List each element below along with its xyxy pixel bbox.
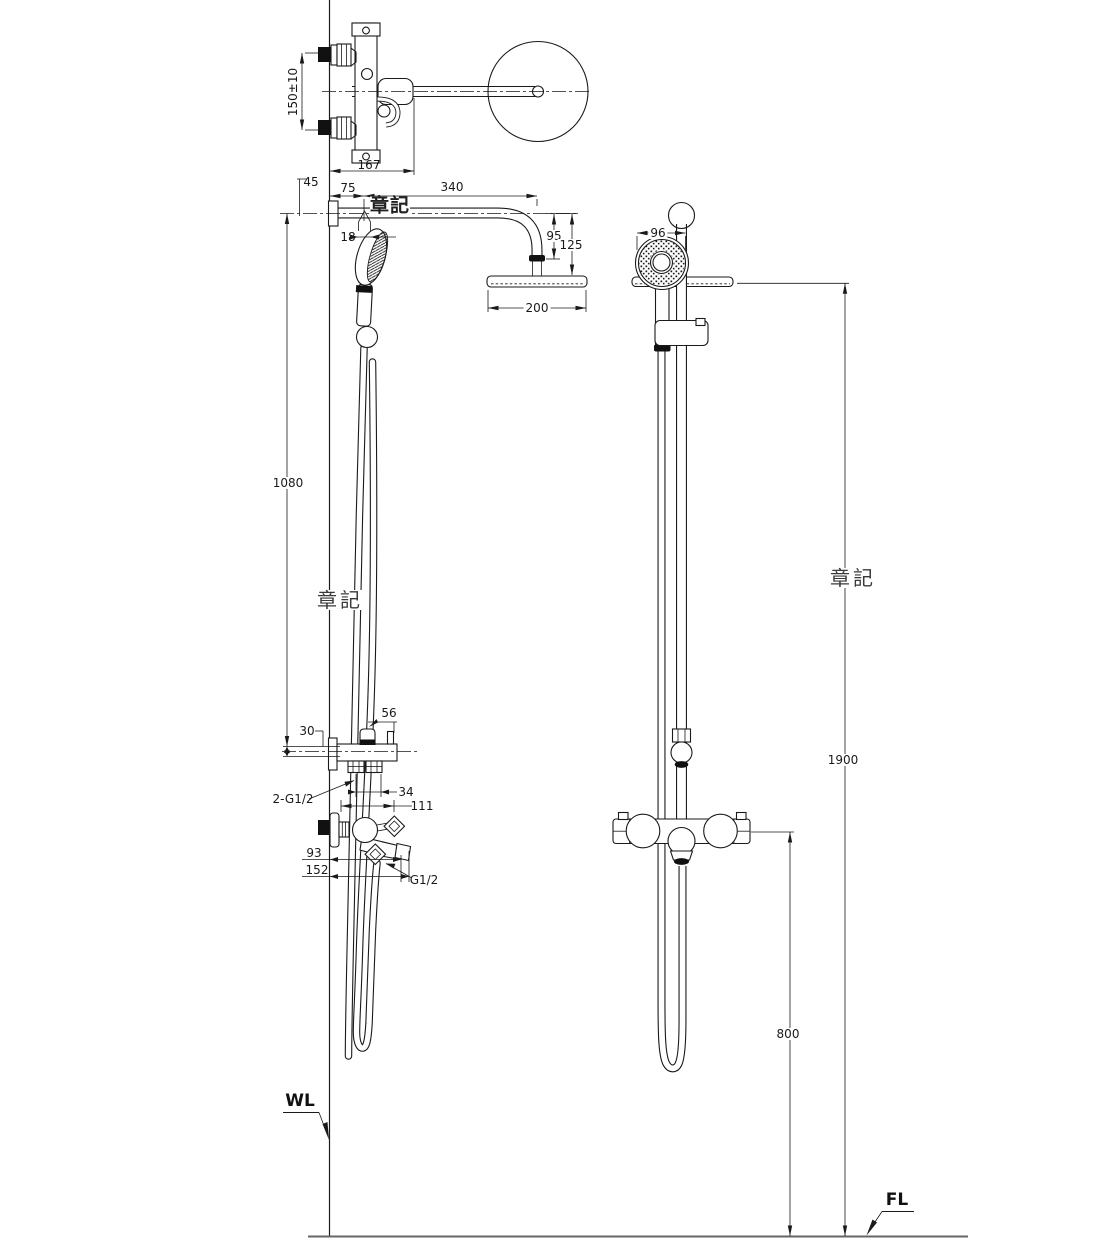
dim-label-inlet-offset: 30 [299,724,315,738]
leader-2-g12 [308,780,355,800]
flow-handle [703,813,738,849]
dimension-30 [283,730,340,757]
dim-label-valve-height: 800 [774,1027,802,1041]
inlet-connection-bottom-plan [318,116,357,140]
dim-label-valve-length: 111 [410,799,434,813]
dimension-111 [340,800,412,812]
leader-g12 [385,863,412,878]
dim-label-inlet-spacing: 150±10 [286,67,300,117]
handshower-side [354,228,389,349]
spout-handle [383,815,406,838]
pipe-union [670,728,693,768]
rainhead-side [486,255,588,288]
dim-label-column-length: 1080 [270,476,306,490]
dim-label-hose-thread: G1/2 [409,873,439,887]
reference-lines [308,0,968,1238]
handshower-hook-plan [376,96,401,128]
arm-joint-plan [360,67,374,81]
dim-label-head-drop-outer: 125 [557,238,585,252]
thermostatic-valve-front [612,811,751,865]
dim-label-port-spacing: 34 [398,785,414,799]
handshower-hook-pivot-plan [377,104,391,118]
dim-label-wall-offset: 45 [303,175,319,189]
inlet-nut-right [365,760,383,774]
dim-label-rainhead-diameter: 200 [523,301,551,315]
floor-line-label: FL [885,1190,909,1210]
thermostatic-valve-side [282,728,420,774]
dimension-93 [302,855,402,882]
diverter-knob-front [669,850,694,861]
spray-nozzle-ring [638,239,685,286]
bath-spout-side [318,812,412,866]
inlet-nut-left [347,760,365,774]
dim-label-handshower-diameter: 96 [648,226,668,240]
shower-hose-side [344,344,381,1060]
dim-label-arm-reach: 340 [440,180,464,194]
rainhead-connector-ring [529,255,545,262]
front-elevation [612,201,849,1236]
spout-tip [394,842,412,862]
dim-label-branch-pipe: 18 [340,230,356,244]
side-elevation [280,178,588,1060]
screw-hole-top [362,26,370,35]
dim-label-diverter-width: 56 [381,706,397,720]
dimension-56 [368,719,397,733]
dim-label-inlet-thread: 2-G1/2 [272,792,314,806]
handshower-branch [358,210,371,231]
dimension-150 [299,52,321,131]
wall-line-leader [283,1111,329,1140]
brand-mark-overall: 章記 [828,566,878,590]
brand-mark-column: 章記 [315,588,365,612]
dimension-45 [297,178,307,216]
brand-mark-arm: 章記 [369,194,411,217]
plan-view [299,22,592,175]
shower-arm-side [338,207,543,255]
dim-label-valve-depth: 167 [357,158,381,172]
wall-line-label: WL [285,1091,315,1111]
dim-label-handshower-offset: 75 [340,181,356,195]
hose-ball-joint [355,325,379,349]
dim-label-overall-height: 1900 [825,753,861,767]
dimension-167 [330,98,415,175]
dimension-18 [350,234,396,240]
dimension-34 [348,774,397,797]
rail-top-hook [667,201,696,230]
inlet-connection-top-plan [318,43,357,67]
valve-mounting-plate-plan [351,22,381,164]
dimension-75 [330,193,365,221]
screw-hole-bottom [362,152,370,161]
floor-line-leader [866,1210,914,1236]
dim-label-spout-overall: 152 [305,863,329,877]
slider-bracket [654,317,709,347]
temperature-handle [625,813,661,849]
dim-label-spout-reach: 93 [306,846,322,860]
shower-hose-front [657,350,687,1073]
dimension-340 [364,193,538,206]
spout-valve-body [351,816,379,844]
